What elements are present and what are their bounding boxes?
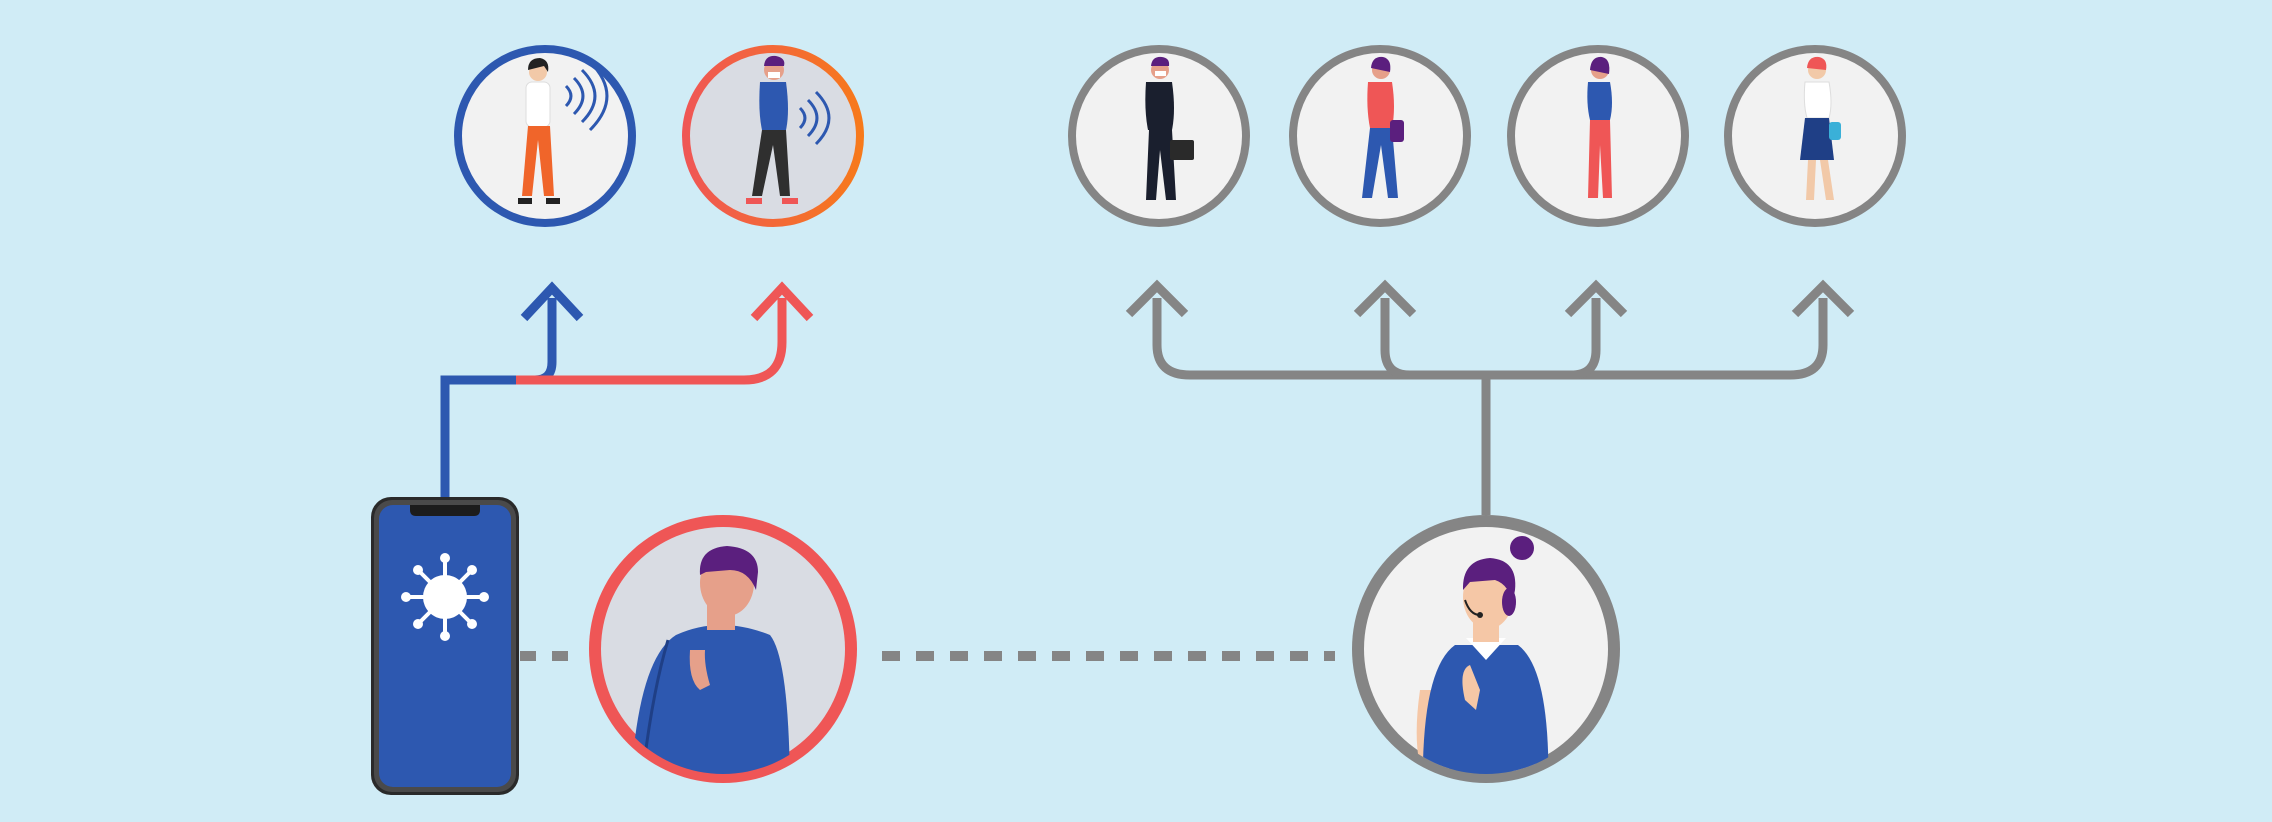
manual-tracing-tree — [1125, 279, 1855, 515]
contact-woman-bag — [1289, 45, 1471, 227]
virus-icon — [401, 553, 489, 641]
arrow-up-icon — [520, 281, 584, 322]
smartphone — [371, 497, 519, 795]
contact-woman-red-top — [1507, 45, 1689, 227]
infected-person-avatar — [589, 515, 857, 783]
briefcase-icon — [1170, 140, 1194, 160]
contact-app-user-1 — [454, 45, 636, 227]
app-notification-path-blue — [440, 298, 557, 500]
app-notification-path-red — [516, 298, 787, 385]
shoulder-bag-icon — [1829, 122, 1841, 140]
contact-woman-skirt — [1724, 45, 1906, 227]
arrow-up-icon — [1564, 279, 1628, 318]
arrow-up-icon — [1125, 279, 1189, 318]
phone-signal-icon — [564, 60, 609, 132]
handbag-icon — [1390, 120, 1404, 142]
contact-tracer-avatar — [1352, 515, 1620, 783]
arrow-up-icon — [1791, 279, 1855, 318]
phone-signal-icon — [798, 90, 831, 146]
contact-businessman — [1068, 45, 1250, 227]
arrow-up-icon — [1353, 279, 1417, 318]
contact-app-user-2-alerted — [682, 45, 864, 227]
arrow-up-icon — [750, 281, 814, 322]
headset-icon — [1464, 599, 1483, 618]
